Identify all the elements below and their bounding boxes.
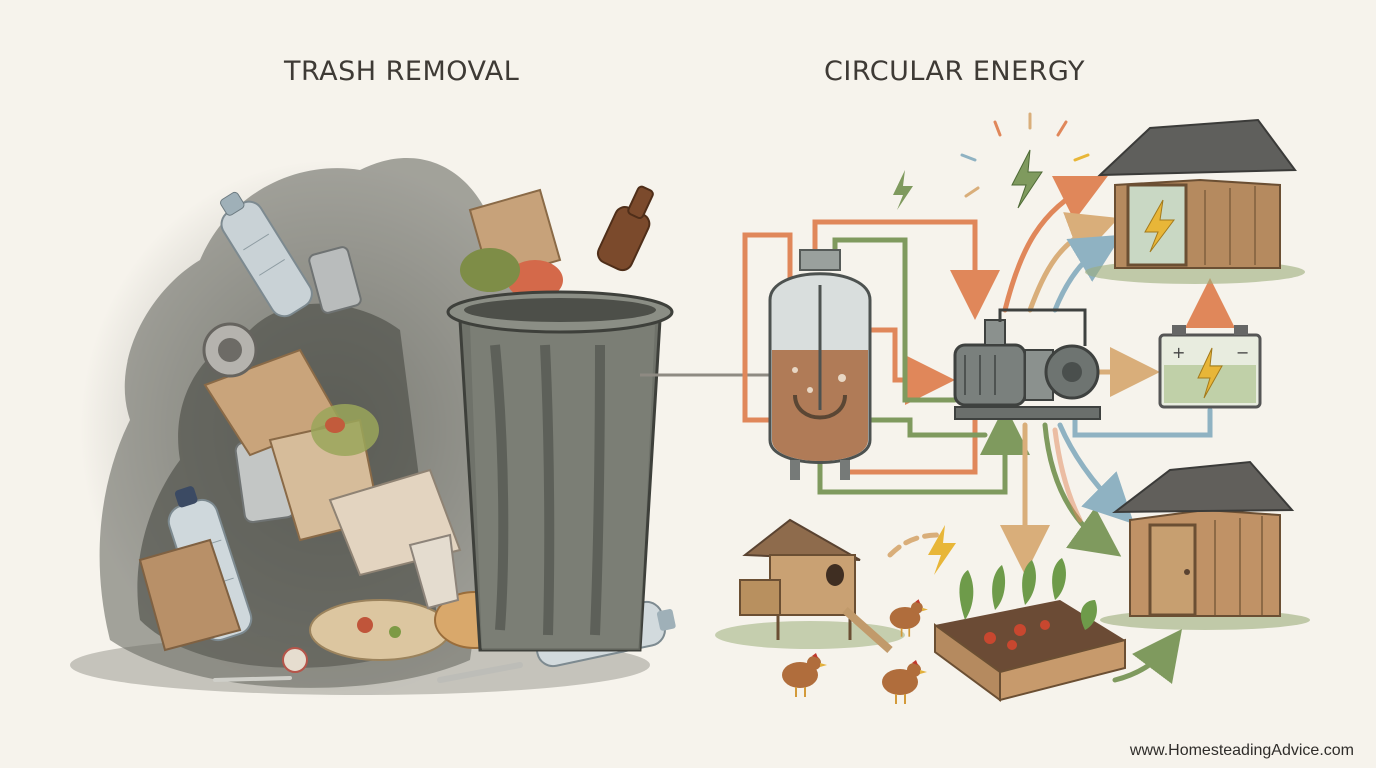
raised-garden-bed-icon <box>934 558 1126 702</box>
pipe-fitting-icon <box>202 322 258 378</box>
section-title-trash-removal: TRASH REMOVAL <box>284 56 520 87</box>
flow-pipes <box>742 176 1235 685</box>
tin-can-icon <box>234 246 362 524</box>
lightning-bolt-icon <box>893 149 1043 575</box>
generator-icon <box>953 308 1101 420</box>
sun-rays <box>960 112 1090 198</box>
shed-powered-icon <box>1085 118 1305 284</box>
trash-pile-illustration <box>70 158 676 700</box>
svg-text:−: − <box>1236 343 1249 362</box>
paper-cup-icon <box>408 533 460 610</box>
plastic-bottle-icon <box>220 191 313 318</box>
trash-bin-icon <box>446 290 674 652</box>
battery-icon: + − <box>1158 325 1262 409</box>
chicken-coop-icon <box>715 518 905 653</box>
svg-text:+: + <box>1172 343 1185 362</box>
shed-icon <box>1100 460 1310 630</box>
glass-bottle-icon <box>596 185 654 272</box>
watermark-url: www.HomesteadingAdvice.com <box>1129 742 1354 759</box>
section-title-circular-energy: CIRCULAR ENERGY <box>824 56 1085 87</box>
biodigester-tank-icon <box>768 249 872 480</box>
chicken-icon <box>782 599 928 704</box>
cardboard-icon <box>138 188 562 652</box>
